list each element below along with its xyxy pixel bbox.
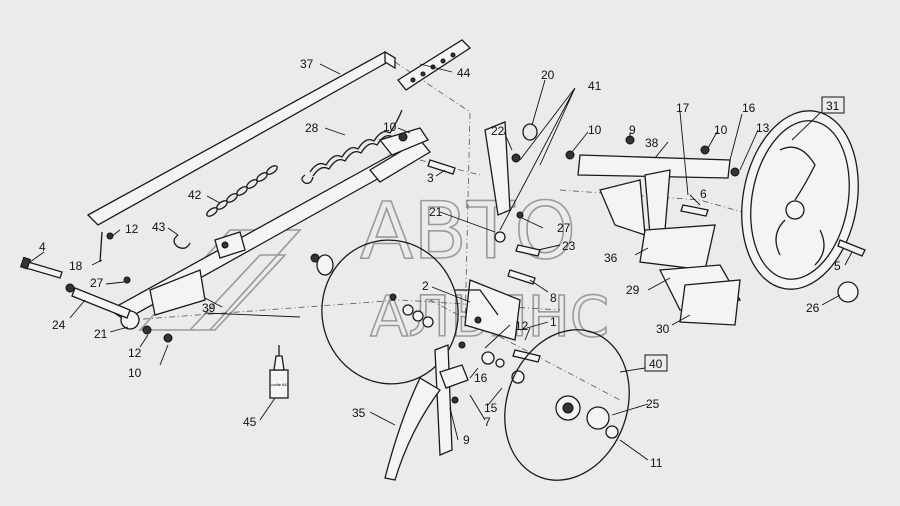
callout-16: 16 [742,101,756,115]
callout-29: 29 [626,283,640,297]
frame-beam [86,50,397,226]
callout-12: 12 [515,319,529,333]
callout-12: 12 [128,346,142,360]
callout-9: 9 [463,433,470,447]
svg-text:АВТО: АВТО [360,187,576,277]
main-arm [108,127,431,330]
callout-15: 15 [484,401,498,415]
callout-23: 23 [562,239,576,253]
disc-blade-right [504,329,630,481]
callout-35: 35 [352,406,366,420]
callout-36: 36 [604,251,618,265]
callout-41: 41 [588,79,602,93]
callout-37: 37 [300,57,314,71]
callout-9: 9 [629,123,636,137]
callout-8: 8 [550,291,557,305]
callout-10: 10 [588,123,602,137]
callout-43: 43 [152,220,166,234]
chain [206,165,278,217]
callout-44: 44 [457,66,471,80]
callout-13: 13 [756,121,770,135]
item-31-box [821,96,845,114]
bottle-label: Loctite 641 [269,382,289,387]
callout-11: 11 [650,456,663,470]
center-hardware [458,123,541,384]
callout-17: 17 [676,101,690,115]
callout-18: 18 [69,259,83,273]
callout-22: 22 [491,124,505,138]
callout-25: 25 [646,397,660,411]
callout-26: 26 [806,301,820,315]
callout-16: 16 [474,371,488,385]
callout-labels: 37 44 28 10 3 42 43 12 18 4 27 24 21 39 … [39,57,841,470]
callout-40: 40 [649,357,663,371]
scraper-plates [639,224,742,326]
callout-38: 38 [645,136,659,150]
scraper-arm [455,121,521,341]
callout-10: 10 [383,120,397,134]
callout-21: 21 [94,327,108,341]
tension-spring [301,109,403,185]
pin [65,283,131,319]
callout-10: 10 [714,123,728,137]
bolt [19,256,63,279]
shackle [173,234,191,249]
callout-4: 4 [39,240,46,254]
callout-7: 7 [484,415,491,429]
callout-42: 42 [188,188,202,202]
callout-28: 28 [305,121,319,135]
bracket [565,135,740,236]
callout-3: 3 [427,171,434,185]
loctite-bottle [269,345,289,399]
callout-30: 30 [656,322,670,336]
callout-6: 6 [700,187,707,201]
fasteners [99,132,456,343]
shank-and-boot [384,344,469,481]
callout-39: 39 [202,301,216,315]
gauge-wheel [741,110,866,303]
callout-27: 27 [557,221,571,235]
callout-45: 45 [243,415,257,429]
callout-10: 10 [128,366,142,380]
callout-21: 21 [429,205,443,219]
callout-27: 27 [90,276,104,290]
callout-24: 24 [52,318,66,332]
callout-20: 20 [541,68,555,82]
leader-lines [29,63,853,461]
callout-31: 31 [826,99,840,113]
adjuster-plate [397,39,472,91]
callout-12: 12 [125,222,139,236]
disc-blade-left [316,239,459,385]
callout-5: 5 [834,259,841,273]
item-40-box [644,354,668,372]
callout-1: 1 [550,315,557,329]
callout-2: 2 [422,279,429,293]
